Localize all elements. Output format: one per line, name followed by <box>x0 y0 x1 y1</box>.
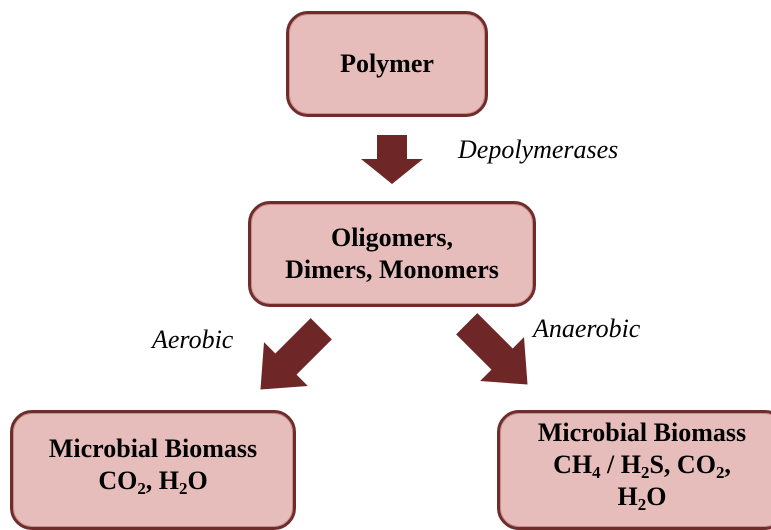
arrows-layer <box>260 135 528 390</box>
aerobic-products-node: Microbial Biomass CO2, H2O <box>10 410 296 530</box>
oligomers-label-line2: Dimers, Monomers <box>285 255 499 284</box>
anaerobic-products-line3: H2O <box>617 482 667 515</box>
polymer-label: Polymer <box>340 49 434 78</box>
arrow-depolymerization <box>361 135 423 184</box>
arrow-aerobic <box>260 318 332 390</box>
oligomers-node: Oligomers, Dimers, Monomers <box>248 201 536 307</box>
aerobic-label: Aerobic <box>152 325 234 354</box>
polymer-node: Polymer <box>286 11 488 117</box>
depolymerases-label: Depolymerases <box>458 135 619 164</box>
aerobic-products-line2: CO2, H2O <box>98 466 208 499</box>
oligomers-label-line1: Oligomers, <box>330 223 454 252</box>
arrow-anaerobic <box>456 313 528 385</box>
anaerobic-products-node: Microbial Biomass CH4 / H2S, CO2, H2O <box>497 410 771 530</box>
anaerobic-products-line1: Microbial Biomass <box>537 418 747 447</box>
aerobic-products-line1: Microbial Biomass <box>48 434 258 463</box>
anaerobic-label: Anaerobic <box>533 314 641 343</box>
anaerobic-products-line2: CH4 / H2S, CO2, <box>553 450 731 483</box>
